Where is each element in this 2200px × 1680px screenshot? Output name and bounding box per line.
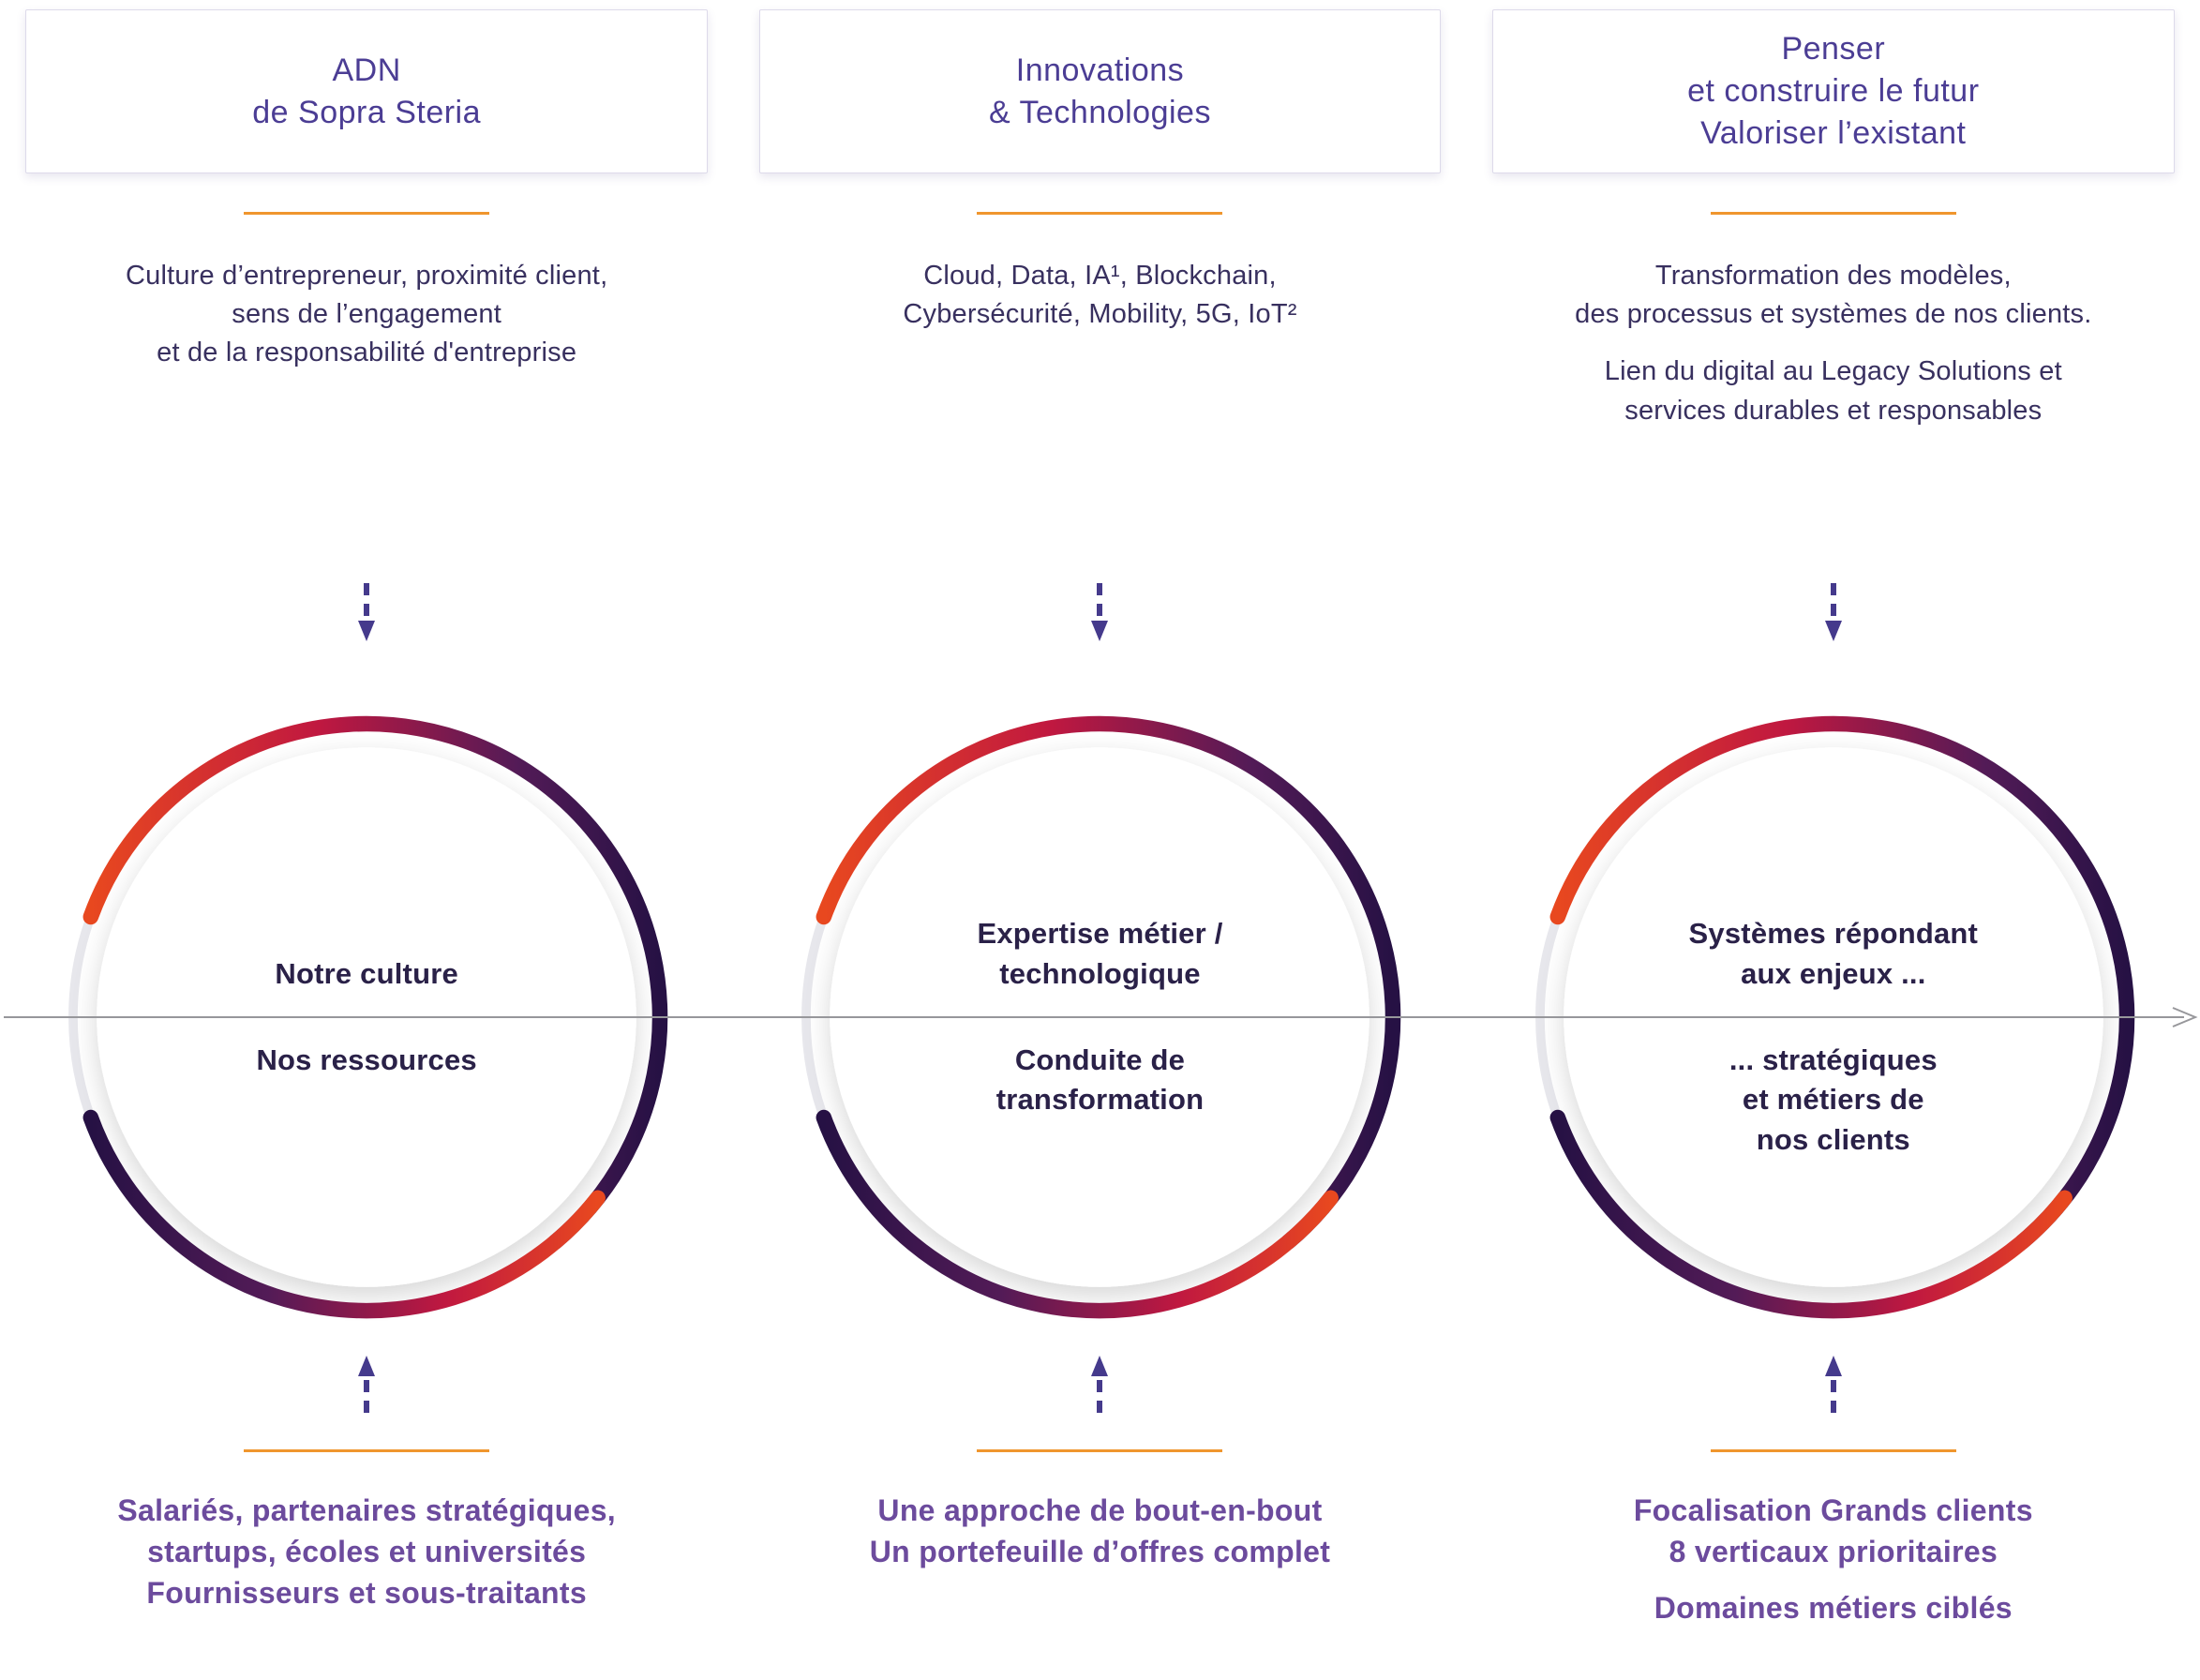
orange-divider (244, 212, 490, 215)
orange-divider (977, 1449, 1223, 1452)
description-zone-adn: Culture d’entrepreneur, proximité client… (126, 253, 607, 581)
dashed-arrow-up-icon (1824, 1355, 1842, 1418)
description-adn: Culture d’entrepreneur, proximité client… (125, 261, 608, 368)
header-card-penser-futur: Penser et construire le futur Valoriser … (1492, 9, 2175, 173)
footer-text-innovations: Une approche de bout-en-bout Un portefeu… (869, 1493, 1331, 1569)
description-innovations: Cloud, Data, IA¹, Blockchain, Cybersécur… (903, 261, 1297, 330)
header-title-innovations: Innovations & Technologies (988, 52, 1211, 130)
arrow-zone (354, 1345, 379, 1418)
orange-divider (244, 1449, 490, 1452)
gradient-ring-icon (1534, 715, 2135, 1319)
dashed-arrow-up-icon (358, 1355, 376, 1418)
orange-divider (1710, 212, 1956, 215)
circle-culture-ressources: Notre culture Nos ressources (38, 689, 695, 1345)
header-card-innovations: Innovations & Technologies (758, 9, 1442, 173)
footer-zone-adn: Salariés, partenaires stratégiques, star… (117, 1486, 616, 1613)
divider-zone (977, 173, 1223, 253)
column-adn: ADN de Sopra Steria Culture d’entreprene… (0, 0, 733, 1680)
circle-label-top: Systèmes répondant aux enjeux ... (1688, 916, 1979, 990)
circle-label-bottom: Nos ressources (256, 1042, 477, 1076)
circle-expertise-conduite: Expertise métier / technologique Conduit… (771, 689, 1428, 1345)
description-zone-penser-futur: Transformation des modèles, des processu… (1575, 253, 2091, 581)
arrow-zone (1087, 581, 1112, 656)
footer-text-penser-futur-2: Domaines métiers ciblés (1654, 1591, 2013, 1626)
footer-text-adn: Salariés, partenaires stratégiques, star… (117, 1493, 616, 1611)
header-title-penser-futur: Penser et construire le futur Valoriser … (1687, 31, 1980, 151)
column-innovations: Innovations & Technologies Cloud, Data, … (733, 0, 1466, 1680)
dashed-arrow-up-icon (1091, 1355, 1109, 1418)
footer-text-penser-futur: Focalisation Grands clients 8 verticaux … (1633, 1493, 2033, 1569)
gradient-ring-icon (68, 715, 668, 1319)
footer-zone-penser-futur: Focalisation Grands clients 8 verticaux … (1634, 1486, 2033, 1628)
arrow-zone (1821, 1345, 1846, 1418)
dashed-arrow-down-icon (1091, 583, 1109, 641)
dashed-arrow-down-icon (1824, 583, 1842, 641)
divider-zone (977, 1416, 1223, 1486)
circle-label-bottom: ... stratégiques et métiers de nos clien… (1729, 1042, 1938, 1157)
footer-zone-innovations: Une approche de bout-en-bout Un portefeu… (870, 1486, 1330, 1572)
divider-zone (244, 173, 490, 253)
description-penser-futur: Transformation des modèles, des processu… (1575, 261, 2092, 330)
circle-systemes-strategiques: Systèmes répondant aux enjeux ... ... st… (1505, 689, 2162, 1345)
arrow-zone (354, 581, 379, 656)
arrow-zone (1087, 1345, 1112, 1418)
orange-divider (1710, 1449, 1956, 1452)
column-penser-futur: Penser et construire le futur Valoriser … (1467, 0, 2200, 1680)
gradient-ring-icon (801, 715, 1401, 1319)
description-penser-futur-2: Lien du digital au Legacy Solutions et s… (1604, 356, 2062, 426)
divider-zone (1710, 173, 1956, 253)
divider-zone (1710, 1416, 1956, 1486)
circle-label-top: Notre culture (275, 956, 458, 990)
description-zone-innovations: Cloud, Data, IA¹, Blockchain, Cybersécur… (903, 253, 1296, 581)
orange-divider (977, 212, 1223, 215)
circle-label-top: Expertise métier / technologique (977, 916, 1223, 990)
header-title-adn: ADN de Sopra Steria (252, 52, 482, 130)
dashed-arrow-down-icon (358, 583, 376, 641)
arrow-zone (1821, 581, 1846, 656)
divider-zone (244, 1416, 490, 1486)
header-card-adn: ADN de Sopra Steria (25, 9, 708, 173)
circle-label-bottom: Conduite de transformation (995, 1042, 1205, 1117)
